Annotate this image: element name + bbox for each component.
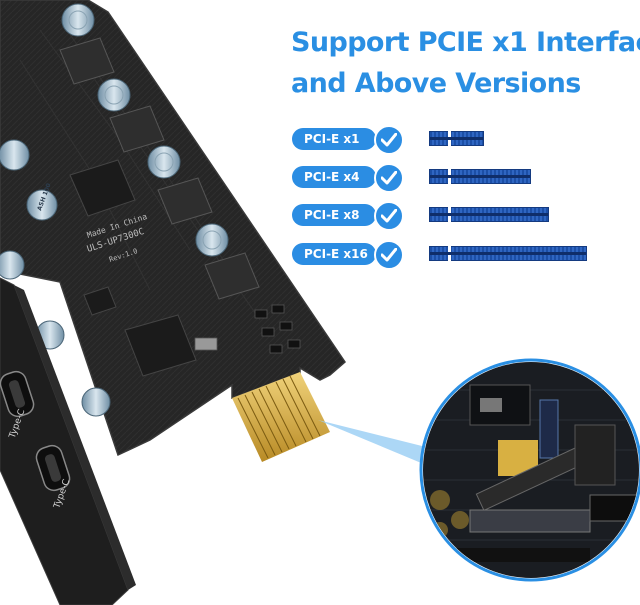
headline-line-1: Support PCIE x1 Interface [291,27,640,58]
pcie-slot-x1-icon [429,131,484,146]
check-icon [374,201,404,231]
usb-c-port-1 [0,370,35,418]
check-icon [374,125,404,155]
pcie-slot-x8-icon [429,207,549,222]
check-icon [374,163,404,193]
usb-c-port-2 [35,444,71,492]
chips [69,159,197,377]
check-icon [374,240,404,270]
gold-edge-connector [232,372,330,462]
headline: Support PCIE x1 Interface and Above Vers… [291,22,640,104]
capacitors [0,3,229,417]
slot-pill-x4: PCI-E x4 [292,166,376,188]
slot-pill-x16: PCI-E x16 [292,243,376,265]
callout-pointer [318,420,438,470]
smd-components [194,304,301,354]
slot-pill-x1: PCI-E x1 [292,128,376,150]
motherboard-closeup [419,358,640,582]
metal-bracket [0,277,136,605]
slot-pill-x8: PCI-E x8 [292,204,376,226]
pcie-slot-x16-icon [429,246,587,261]
headline-line-2: and Above Versions [291,68,581,99]
inductors [59,37,260,300]
pcie-slot-x4-icon [429,169,531,184]
